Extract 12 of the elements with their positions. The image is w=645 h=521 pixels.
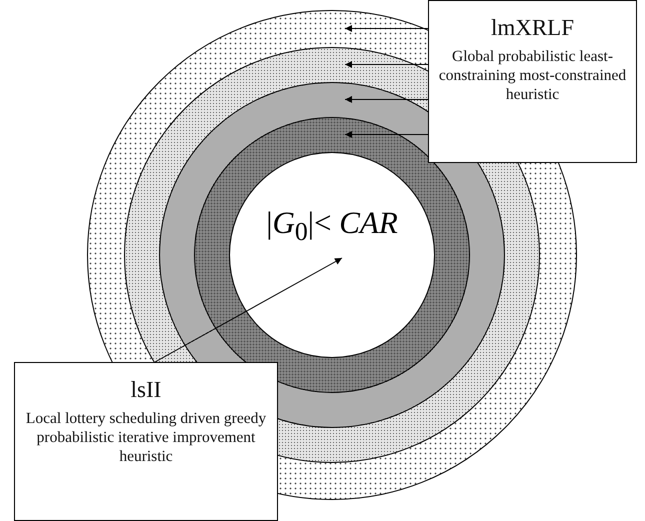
ring-band — [194, 117, 470, 393]
arrow — [344, 131, 428, 138]
heuristic-name: lsII — [130, 377, 162, 403]
heuristic-box — [14, 362, 278, 521]
heuristic-name: lmXRLF — [490, 15, 576, 41]
heuristic-box — [428, 0, 637, 163]
heuristic-description: Global probabilistic least-constraining most-constrained heuristic — [438, 47, 628, 104]
inner-disk — [229, 152, 435, 358]
arrow — [344, 61, 428, 68]
arrow — [344, 96, 428, 103]
heuristic-description: Local lottery scheduling driven greedy probabilistic iterative improvement heuristic — [24, 409, 268, 466]
condition-formula: |G$_{0}$|< CAR — [265, 205, 399, 248]
